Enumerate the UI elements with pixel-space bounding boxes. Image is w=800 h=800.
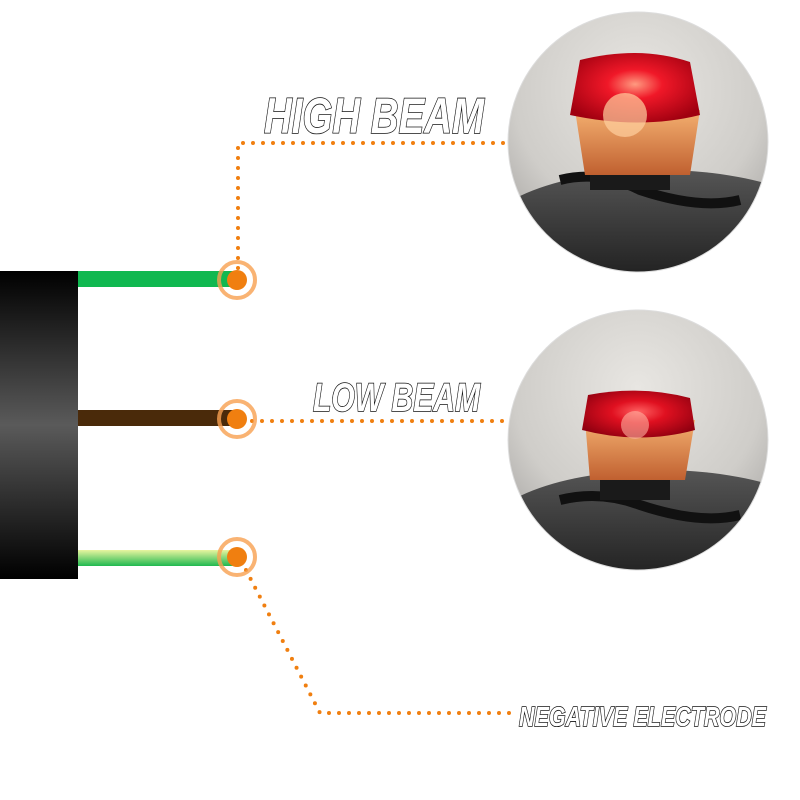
- negative-wire: [78, 550, 238, 566]
- negative-electrode-label: NEGATIVE ELECTRODE: [519, 701, 767, 732]
- high-beam-wire: [78, 271, 238, 287]
- high-beam-node: [217, 260, 257, 300]
- low-beam-label: LOW BEAM: [313, 376, 481, 420]
- negative-leader: [244, 568, 512, 715]
- high-beam-leader: [236, 141, 507, 270]
- high-beam-label: HIGH BEAM: [264, 88, 485, 144]
- negative-node: [217, 537, 257, 577]
- cable-jacket: [0, 271, 78, 579]
- tail-light-low-beam-photo: [508, 310, 768, 570]
- low-beam-wire: [78, 410, 238, 426]
- low-beam-node: [217, 399, 257, 439]
- tail-light-high-beam-photo: [508, 12, 768, 272]
